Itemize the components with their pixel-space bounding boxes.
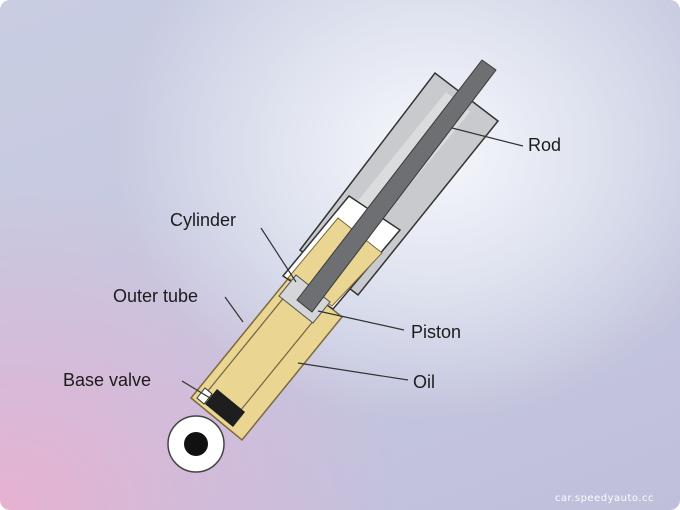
- piston-rod: [296, 59, 497, 313]
- label-cylinder: Cylinder: [170, 210, 237, 230]
- leader-rod: [451, 127, 524, 147]
- label-rod: Rod: [528, 135, 562, 155]
- leader-cylinder: [260, 227, 297, 283]
- leader-outer-tube: [224, 296, 244, 323]
- label-oil: Oil: [413, 372, 435, 392]
- base-valve: [196, 387, 245, 427]
- watermark: car.speedyauto.cc: [554, 493, 654, 504]
- leader-piston: [317, 310, 405, 331]
- mounting-eye: [167, 415, 225, 473]
- leader-base-valve: [181, 380, 211, 399]
- leader-lines: [181, 127, 524, 399]
- label-outer-tube: Outer tube: [113, 286, 199, 306]
- label-base-valve: Base valve: [63, 370, 152, 390]
- leader-oil: [297, 362, 409, 381]
- label-piston: Piston: [411, 322, 462, 342]
